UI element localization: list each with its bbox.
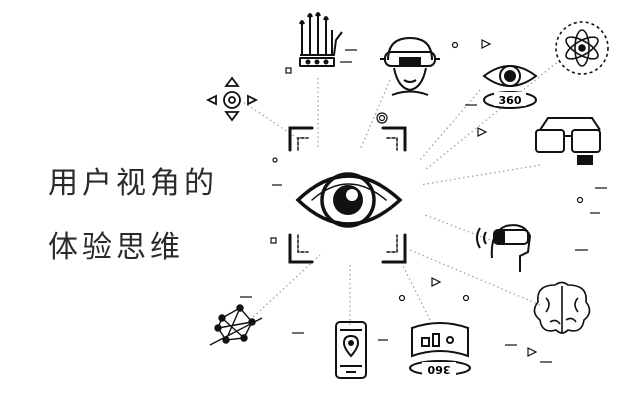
- brain-icon: [533, 281, 591, 334]
- smart-glasses-icon: [535, 117, 601, 165]
- eye-360-label: 360: [499, 94, 522, 107]
- headline-line-1: 用户视角的: [48, 166, 218, 201]
- connector-lines: [239, 59, 561, 325]
- decorative-marks: [240, 39, 607, 363]
- headline-line-2: 体验思维: [48, 230, 184, 265]
- atom-icon: [555, 21, 609, 75]
- direction-pad-icon: [205, 76, 259, 122]
- band-360-label: 360: [427, 363, 450, 376]
- eye-360-icon: [482, 65, 538, 109]
- vr-sound-headset-icon: [476, 224, 532, 272]
- network-icon: [209, 304, 263, 346]
- vr-headset-icon: [380, 36, 440, 96]
- vr-glove-icon: [299, 12, 343, 67]
- smartphone-map-icon: [335, 321, 367, 379]
- central-eye-icon: [288, 126, 407, 264]
